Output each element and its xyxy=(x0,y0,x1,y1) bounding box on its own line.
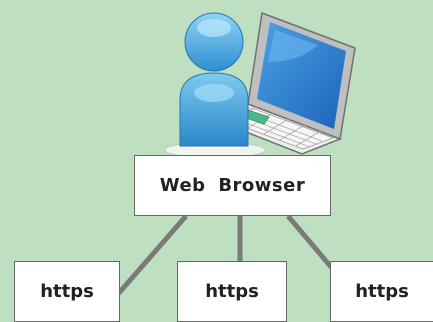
https-endpoint-left: https xyxy=(14,261,120,322)
connector-line-left xyxy=(116,214,188,296)
https-endpoint-right: https xyxy=(330,261,433,322)
connector-lines xyxy=(116,214,334,296)
https-label-center: https xyxy=(205,281,259,302)
https-endpoint-center: https xyxy=(177,261,287,322)
connector-line-right xyxy=(286,214,334,270)
web-browser-label: Web Browser xyxy=(159,175,306,196)
https-label-left: https xyxy=(40,281,94,302)
web-browser-box: Web Browser xyxy=(134,155,331,216)
https-label-right: https xyxy=(355,281,409,302)
